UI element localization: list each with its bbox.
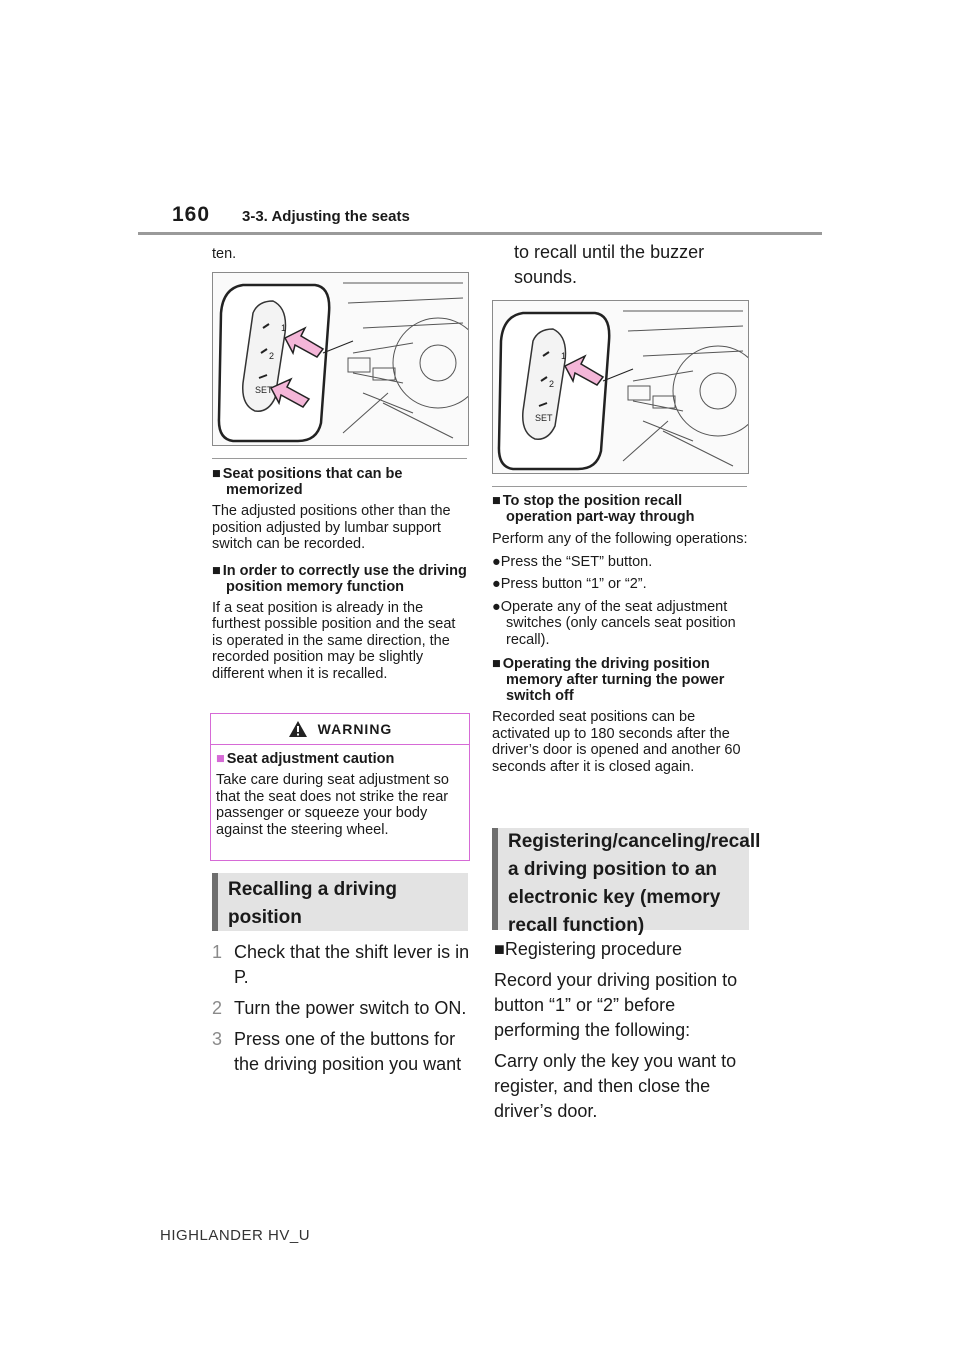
warning-label: WARNING <box>317 721 393 737</box>
intro-fragment: ten. <box>212 246 237 262</box>
button-1-label: 1 <box>281 323 286 333</box>
bullet-item: ●Press the “SET” button. <box>492 553 653 570</box>
warning-header: WARNING <box>211 714 469 745</box>
after-off-heading: ■Operating the driving position memory a… <box>492 656 725 704</box>
step-continuation: to recall until the buzzer sounds. <box>514 242 705 287</box>
register-proc-p1: Record your driving position to button “… <box>494 970 738 1040</box>
footer-model: HIGHLANDER HV_U <box>160 1227 311 1244</box>
illustration-memory-button-press: 1 2 SET <box>492 300 749 474</box>
divider <box>212 458 467 459</box>
pointer-arrow-icon <box>563 354 605 386</box>
seat-positions-text: The adjusted positions other than the po… <box>212 503 451 552</box>
pointer-arrow-icon <box>283 326 325 358</box>
page-number: 160 <box>172 203 211 226</box>
stop-recall-heading: ■To stop the position recall operation p… <box>492 493 695 525</box>
warning-triangle-icon <box>288 721 307 737</box>
button-2-label: 2 <box>269 351 274 361</box>
pointer-arrow-icon <box>269 377 311 408</box>
button-2-label: 2 <box>549 379 554 389</box>
warning-text: Take care during seat adjustment so that… <box>216 772 449 838</box>
correct-use-heading: ■In order to correctly use the driving p… <box>212 562 467 595</box>
register-section-heading: Registering/canceling/recall a driving p… <box>492 828 760 936</box>
correct-use-text: If a seat position is already in the fur… <box>212 599 456 682</box>
recall-section-heading: Recalling a driving position <box>212 873 468 931</box>
bullet-item: ●Operate any of the seat adjustment swit… <box>492 598 736 648</box>
button-1-label: 1 <box>561 351 566 361</box>
section-title: 3-3. Adjusting the seats <box>242 208 410 225</box>
stop-recall-text: Perform any of the following operations: <box>492 531 748 547</box>
warning-heading: ■Seat adjustment caution <box>216 751 395 767</box>
register-proc-p2: Carry only the key you want to register,… <box>494 1051 737 1121</box>
seat-positions-heading: ■Seat positions that can be memorized <box>212 466 403 498</box>
after-off-text: Recorded seat positions can be activated… <box>492 709 741 775</box>
button-set-label: SET <box>535 413 553 423</box>
divider <box>492 486 747 487</box>
button-set-label: SET <box>255 385 273 395</box>
bullet-item: ●Press button “1” or “2”. <box>492 576 647 592</box>
illustration-memory-buttons-set: 1 2 SET <box>212 272 469 446</box>
warning-box: WARNING ■Seat adjustment caution Take ca… <box>210 713 470 861</box>
header-rule <box>138 232 822 235</box>
register-proc-heading: ■Registering procedure <box>494 939 682 959</box>
